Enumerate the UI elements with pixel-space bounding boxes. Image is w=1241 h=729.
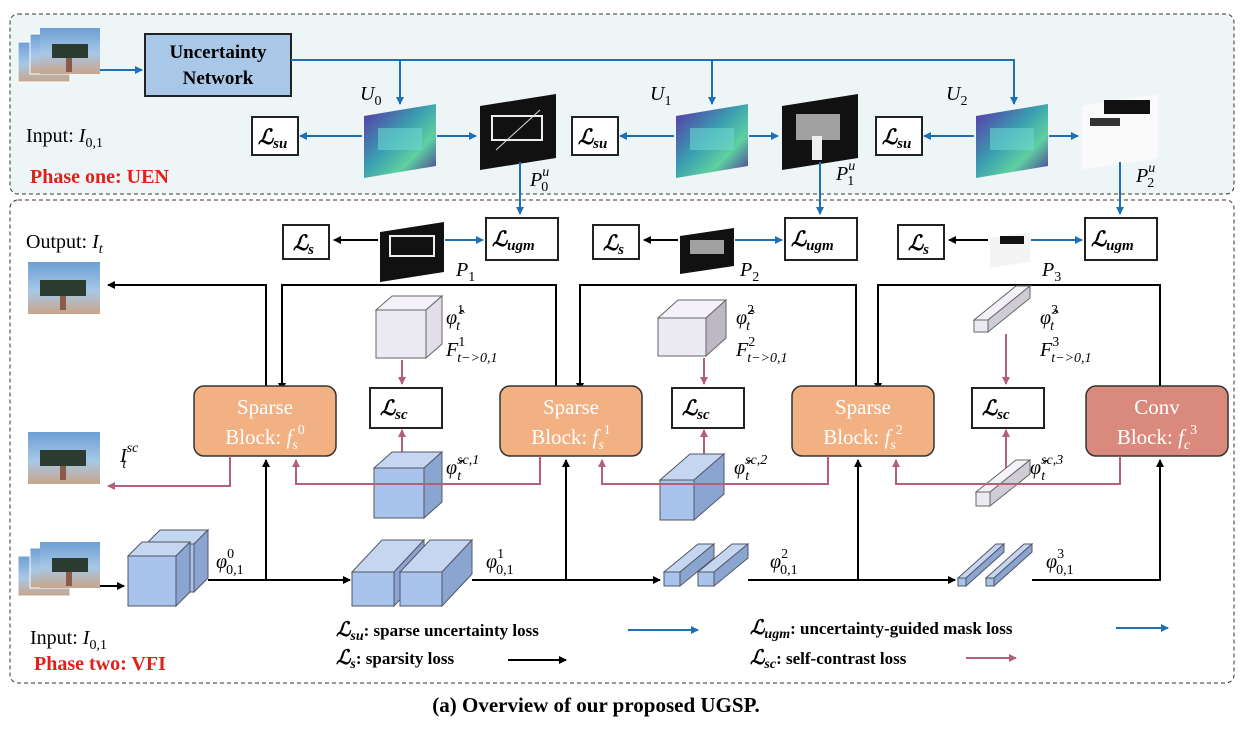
sc-image xyxy=(28,432,100,484)
u1-label: U1 xyxy=(650,83,671,109)
legend: ℒsu: sparse uncertainty loss ℒs: sparsit… xyxy=(336,617,1169,672)
prior-mask-0 xyxy=(480,94,556,170)
loss-sc-2: ℒsc xyxy=(682,396,710,423)
svg-text:Sparse: Sparse xyxy=(835,395,891,419)
svg-text:Sparse: Sparse xyxy=(237,395,293,419)
sparse-block-2: Sparse Block: fs2 xyxy=(791,385,935,457)
prior-mask-2 xyxy=(1082,94,1158,170)
phi-cube-1 xyxy=(350,538,474,608)
input-image-stack-phase2 xyxy=(17,542,100,597)
uncertainty-map-2 xyxy=(976,104,1048,178)
uncertainty-network-box xyxy=(144,33,292,97)
legend-s: ℒs: sparsity loss xyxy=(336,647,454,672)
phi-cube-2 xyxy=(662,542,750,588)
loss-s-box-1 xyxy=(282,224,330,260)
input-image-stack-phase1 xyxy=(17,28,100,83)
p3-label: P3 xyxy=(1041,259,1061,285)
loss-su-box-1 xyxy=(251,116,299,156)
u2-label: U2 xyxy=(946,83,967,109)
mask-p1 xyxy=(380,222,444,282)
legend-sc: ℒsc: self-contrast loss xyxy=(750,647,907,672)
phase1-input-label: Input: I0,1 xyxy=(26,125,103,151)
loss-sc-3: ℒsc xyxy=(982,396,1010,423)
phi-hat-cube-1 xyxy=(374,294,444,360)
loss-su-box-2 xyxy=(571,116,619,156)
loss-ugm-2: ℒugm xyxy=(791,227,834,254)
loss-su-2: ℒsu xyxy=(578,125,607,152)
loss-s-box-2 xyxy=(592,224,640,260)
phase-one-label: Phase one: UEN xyxy=(30,166,169,188)
network-label-1: Uncertainty xyxy=(169,42,267,63)
legend-ugm: ℒugm: uncertainty-guided mask loss xyxy=(750,617,1013,642)
p1-label: P1 xyxy=(455,259,475,285)
mask-p2 xyxy=(680,228,734,274)
phase-two-label: Phase two: VFI xyxy=(34,653,166,675)
svg-text:Block: fs2: Block: fs2 xyxy=(823,423,903,453)
loss-ugm-1: ℒugm xyxy=(492,227,535,254)
loss-su-3: ℒsu xyxy=(882,125,911,152)
conv-block-3: Conv Block: fc3 xyxy=(1085,385,1229,457)
loss-s-1: ℒs xyxy=(293,231,314,258)
loss-sc-box-1 xyxy=(369,387,443,429)
loss-s-2: ℒs xyxy=(603,231,624,258)
phi-hat-sc-cube-2 xyxy=(658,452,726,522)
loss-ugm-box-2 xyxy=(784,217,858,261)
uncertainty-map-0 xyxy=(364,104,436,178)
p2-label: P2 xyxy=(739,259,759,285)
output-label: Output: It xyxy=(26,231,104,257)
loss-su-1: ℒsu xyxy=(258,125,287,152)
legend-su: ℒsu: sparse uncertainty loss xyxy=(336,619,539,644)
u0-label: U0 xyxy=(360,83,381,109)
loss-ugm-box-1 xyxy=(485,217,559,261)
mask-p3 xyxy=(990,232,1030,268)
loss-ugm-3: ℒugm xyxy=(1091,227,1134,254)
phi-cube-0 xyxy=(126,528,210,608)
loss-s-3: ℒs xyxy=(908,231,929,258)
svg-text:Conv: Conv xyxy=(1134,395,1180,419)
sparse-block-1: Sparse Block: fs1 xyxy=(499,385,643,457)
figure-caption: (a) Overview of our proposed UGSP. xyxy=(432,693,759,717)
svg-text:Sparse: Sparse xyxy=(543,395,599,419)
phi-hat-cube-3 xyxy=(972,284,1032,334)
loss-ugm-box-3 xyxy=(1084,217,1158,261)
loss-s-box-3 xyxy=(897,224,945,260)
uncertainty-map-1 xyxy=(676,104,748,178)
prior-mask-1 xyxy=(782,94,858,170)
loss-sc-1: ℒsc xyxy=(380,396,408,423)
loss-sc-box-3 xyxy=(971,387,1045,429)
phi-hat-cube-2 xyxy=(656,298,728,358)
svg-text:Block: fs0: Block: fs0 xyxy=(225,423,305,453)
network-label-2: Network xyxy=(183,68,254,89)
svg-text:Block: fc3: Block: fc3 xyxy=(1117,423,1197,453)
output-image xyxy=(28,262,100,314)
phi-cube-3 xyxy=(956,542,1034,588)
phase2-input-label: Input: I0,1 xyxy=(30,627,107,653)
svg-text:Block: fs1: Block: fs1 xyxy=(531,423,611,453)
phi-hat-sc-cube-1 xyxy=(372,450,444,520)
loss-sc-box-2 xyxy=(671,387,745,429)
sparse-block-0: Sparse Block: fs0 xyxy=(193,385,337,457)
loss-su-box-3 xyxy=(875,116,923,156)
